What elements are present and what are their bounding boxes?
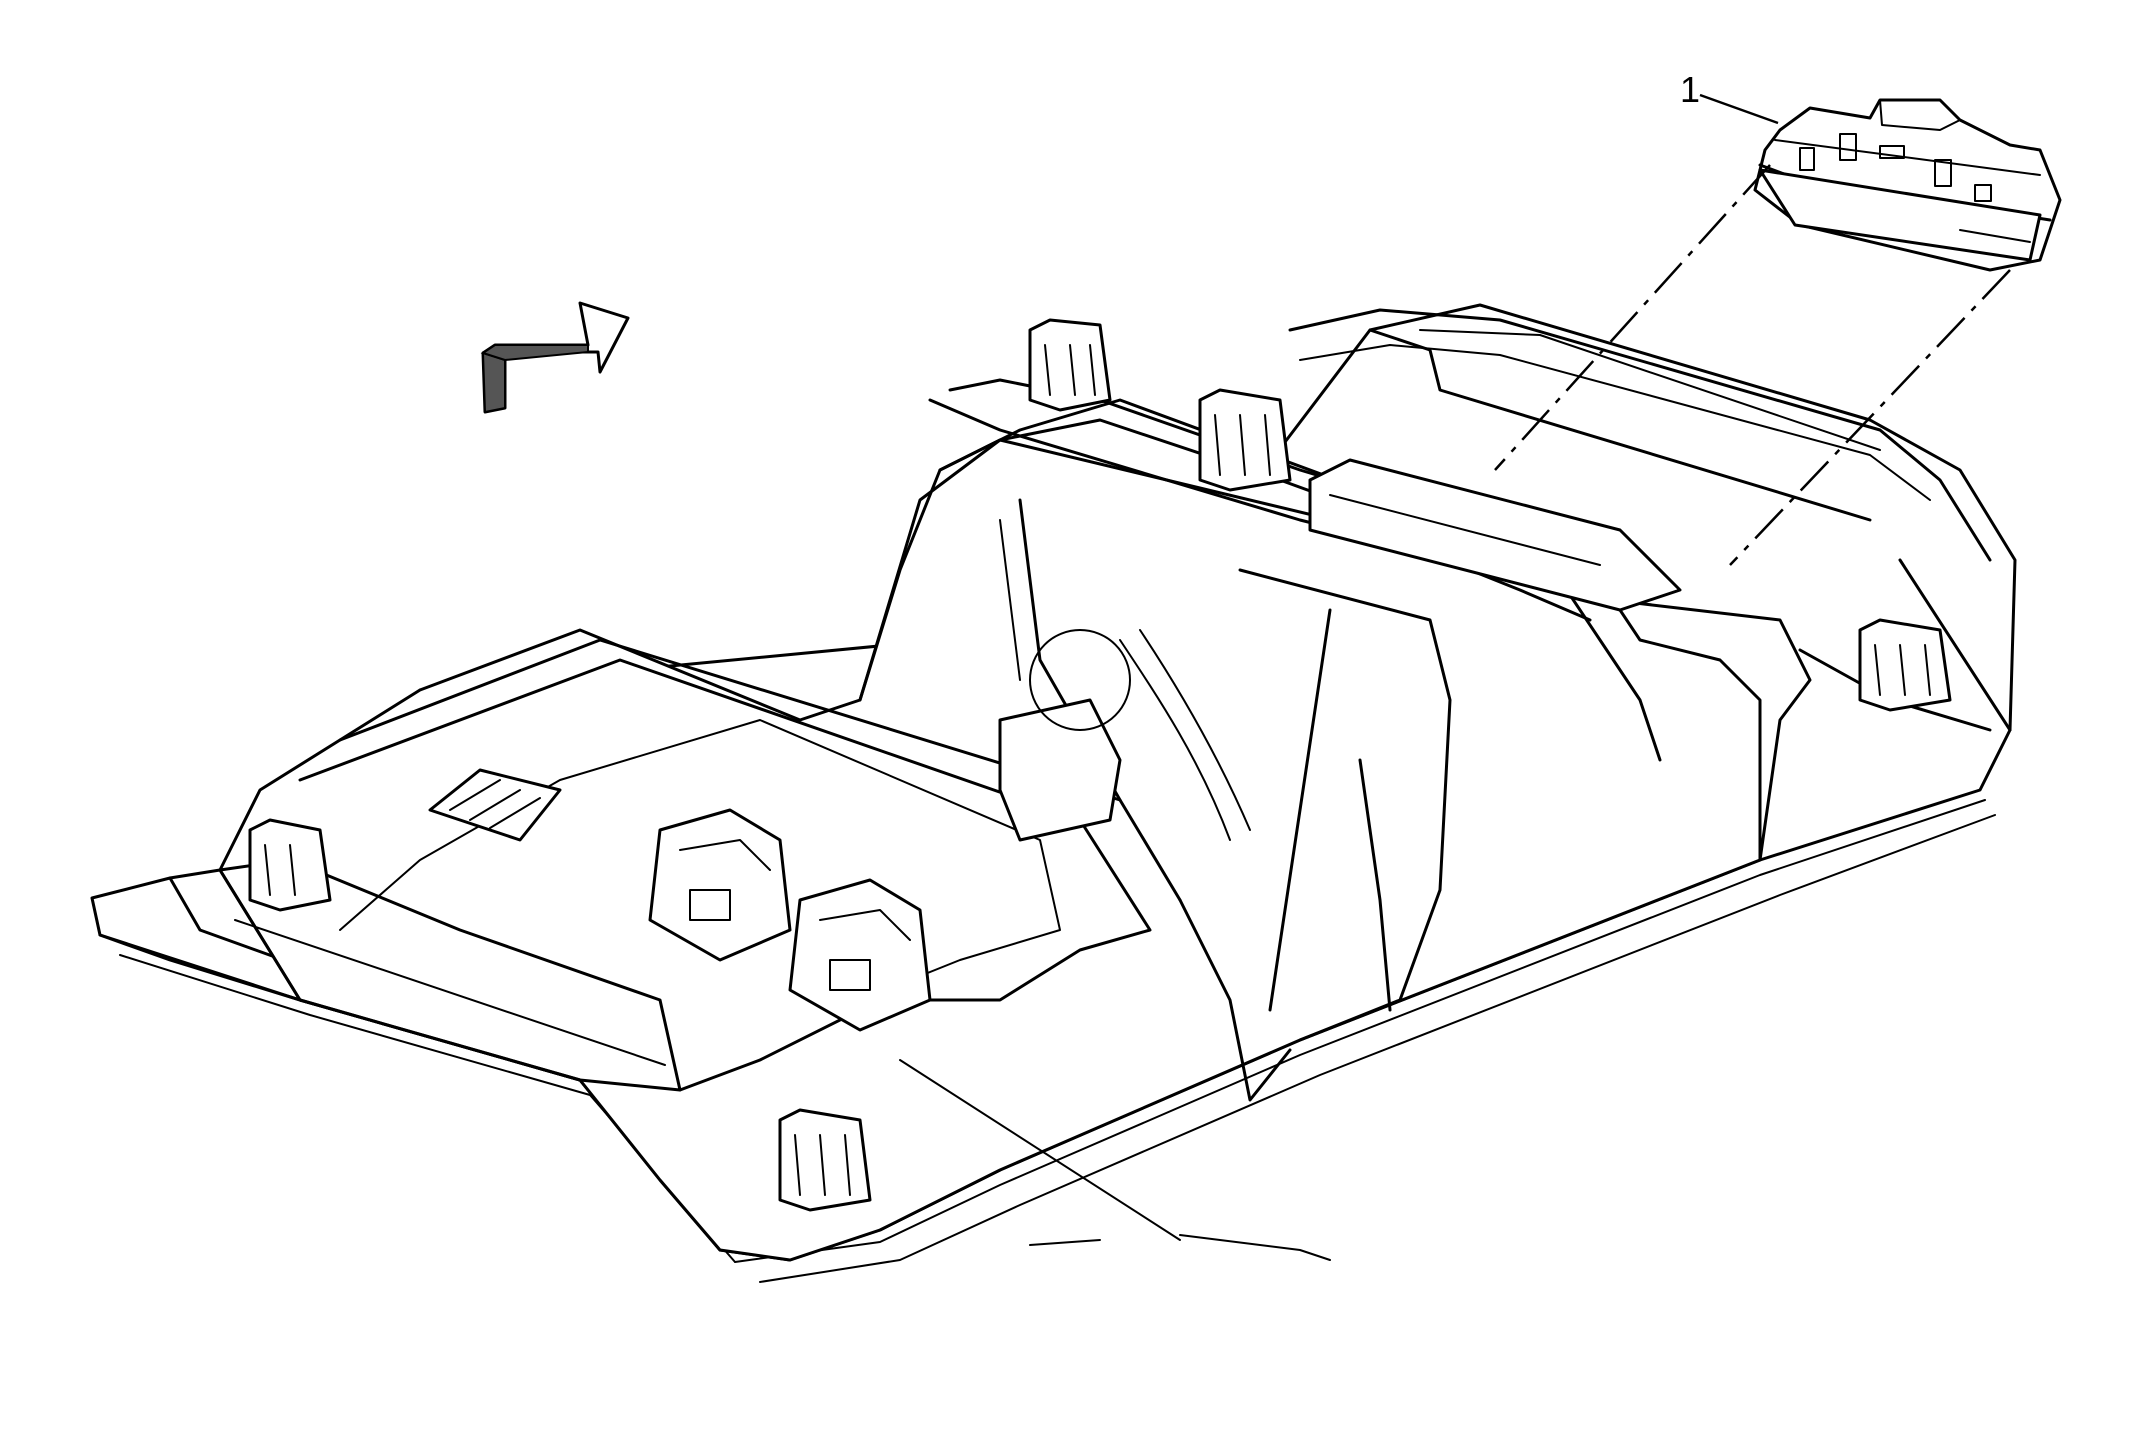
switch-module-left	[648, 808, 792, 962]
callout-1-label: 1	[1680, 69, 1700, 110]
overhead-console-module	[1753, 98, 2062, 272]
retaining-clip-rear-left	[1028, 318, 1112, 412]
retaining-clip-left	[248, 818, 332, 912]
installation-guide-lines	[1494, 164, 2011, 566]
callout-1: 1	[1680, 69, 1779, 125]
front-direction-arrow-icon	[480, 301, 630, 414]
left-connector-block	[428, 768, 562, 842]
switch-module-right	[788, 878, 932, 1032]
retaining-clip-rear-center	[1198, 388, 1292, 492]
retaining-clip-right	[1858, 618, 1952, 712]
retaining-clip-front	[778, 1108, 872, 1212]
center-module	[998, 629, 1251, 842]
display-housing	[1308, 458, 1682, 612]
